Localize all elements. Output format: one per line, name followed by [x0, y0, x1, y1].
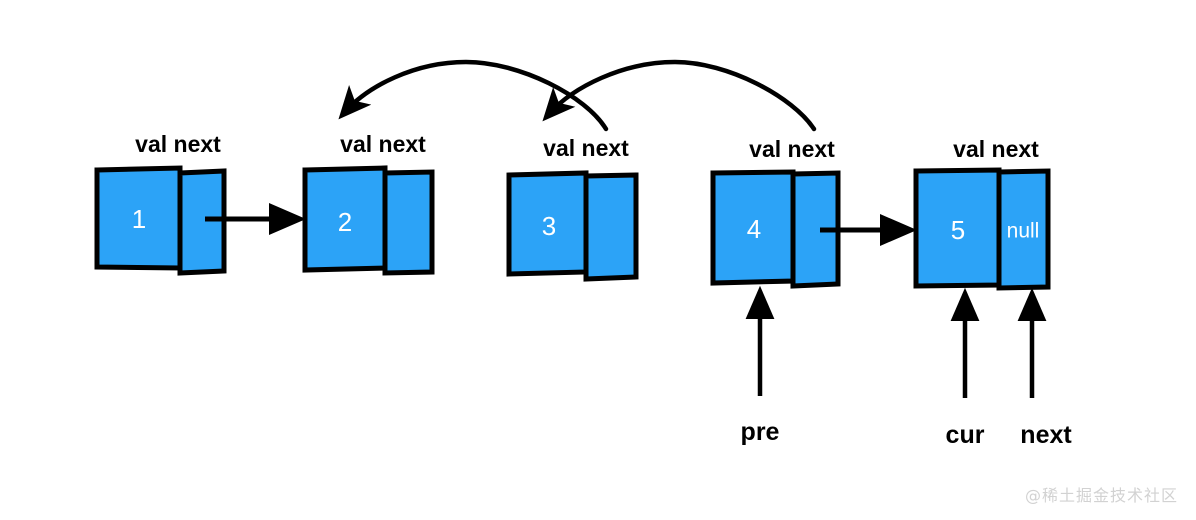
node-5-next-cell — [996, 168, 1051, 291]
pointer-pre-label: pre — [741, 418, 780, 446]
node-4-header: val next — [749, 136, 835, 162]
node-3-header: val next — [543, 135, 629, 161]
node-5-value: 5 — [951, 215, 965, 245]
node-2-value: 2 — [338, 207, 352, 237]
node-5-header: val next — [953, 136, 1039, 162]
node-1-next-cell — [177, 168, 227, 276]
node-4: val next 4 — [710, 136, 841, 289]
node-5-next-value: null — [1007, 220, 1040, 243]
node-3: val next 3 — [506, 135, 639, 282]
link-node4-to-node3-curve — [542, 59, 817, 132]
node-4-next-cell — [790, 170, 841, 289]
link-node3-to-node2-curve — [338, 59, 609, 132]
pointer-cur-label: cur — [946, 421, 985, 449]
pointer-pre: pre — [741, 285, 780, 446]
watermark: @稀土掘金技术社区 — [1024, 486, 1178, 505]
node-3-next-cell — [583, 172, 639, 282]
pointer-next: next — [1017, 287, 1072, 449]
node-1: val next 1 — [94, 131, 227, 276]
pointer-cur: cur — [946, 287, 985, 449]
node-3-value: 3 — [542, 211, 556, 241]
node-1-header: val next — [135, 131, 221, 157]
pointer-next-label: next — [1020, 421, 1072, 449]
node-2-header: val next — [340, 131, 426, 157]
node-2: val next 2 — [302, 131, 435, 276]
node-2-next-cell — [382, 169, 435, 276]
node-5: val next 5 null — [913, 136, 1051, 291]
node-1-value: 1 — [132, 204, 146, 234]
node-4-value: 4 — [747, 214, 761, 244]
